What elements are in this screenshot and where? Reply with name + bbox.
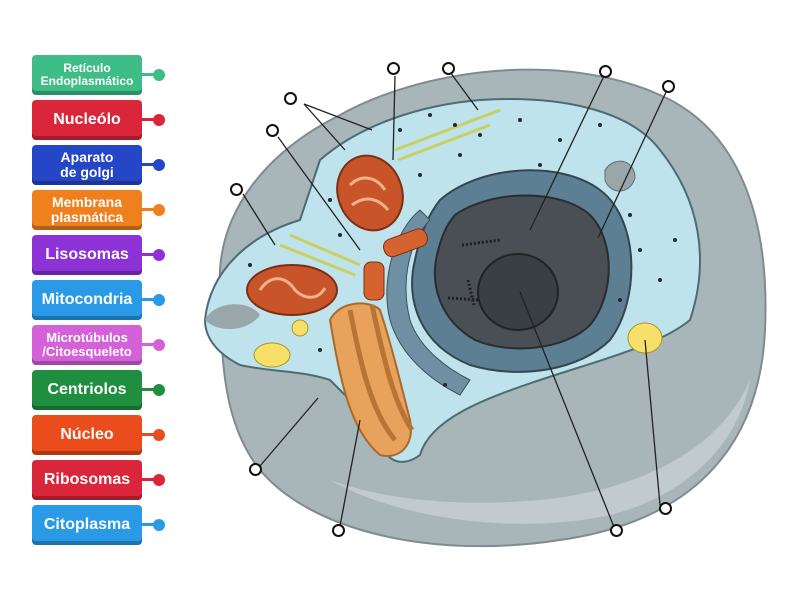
drop-target[interactable]: [599, 65, 612, 78]
drop-target[interactable]: [332, 524, 345, 537]
mitochondrion: [246, 264, 338, 316]
drop-target[interactable]: [266, 124, 279, 137]
drop-target[interactable]: [284, 92, 297, 105]
connector-dot[interactable]: [153, 384, 165, 396]
label-text: Lisosomas: [45, 246, 129, 264]
connector-line: [142, 433, 156, 436]
label-nucleo[interactable]: Núcleo: [32, 415, 142, 455]
connector-line: [142, 388, 156, 391]
mitochondrion-cristae: [348, 176, 390, 212]
label-mitocondria[interactable]: Mitocondria: [32, 280, 142, 320]
connector-line: [142, 163, 156, 166]
drop-target[interactable]: [610, 524, 623, 537]
microtubule: [394, 108, 501, 162]
connector-dot[interactable]: [153, 159, 165, 171]
drop-target[interactable]: [659, 502, 672, 515]
label-reticulo-endoplasmatico[interactable]: Retículo Endoplasmático: [32, 55, 142, 95]
connector-line: [142, 118, 156, 121]
label-text: Núcleo: [60, 426, 114, 444]
drop-target[interactable]: [387, 62, 400, 75]
connector-line: [142, 478, 156, 481]
label-text: Ribosomas: [43, 471, 131, 489]
connector-dot[interactable]: [153, 429, 165, 441]
connector-line: [142, 298, 156, 301]
connector-line: [142, 343, 156, 346]
connector-line: [142, 523, 156, 526]
drop-target[interactable]: [662, 80, 675, 93]
connector-dot[interactable]: [153, 294, 165, 306]
mitochondrion-cristae: [258, 277, 327, 299]
cell-outer-highlight: [330, 380, 750, 524]
centriole: [363, 261, 385, 301]
label-text: Mitocondria: [41, 291, 133, 309]
label-centriolos[interactable]: Centriolos: [32, 370, 142, 410]
connector-line: [142, 253, 156, 256]
label-text: Aparato de golgi: [60, 148, 114, 180]
drop-target[interactable]: [442, 62, 455, 75]
connector-line: [142, 73, 156, 76]
leader-lines: [242, 71, 668, 528]
rough-er: [386, 209, 471, 396]
microtubule: [279, 233, 361, 277]
label-text: Nucleólo: [53, 111, 121, 129]
connector-dot[interactable]: [153, 114, 165, 126]
label-ribosomas[interactable]: Ribosomas: [32, 460, 142, 500]
lysosome: [291, 319, 309, 337]
drop-target[interactable]: [249, 463, 262, 476]
connector-dot[interactable]: [153, 519, 165, 531]
label-lisosomas[interactable]: Lisosomas: [32, 235, 142, 275]
lysosome: [253, 342, 291, 368]
nucleolus: [477, 253, 559, 331]
connector-line: [142, 208, 156, 211]
connector-dot[interactable]: [153, 339, 165, 351]
connector-dot[interactable]: [153, 204, 165, 216]
centriole: [383, 228, 428, 258]
connector-dot[interactable]: [153, 69, 165, 81]
drop-target[interactable]: [230, 183, 243, 196]
label-aparato-golgi[interactable]: Aparato de golgi: [32, 145, 142, 185]
golgi-cisterna: [369, 304, 415, 432]
ribosomes: [248, 113, 677, 387]
chromatin: [447, 238, 501, 306]
lysosome: [627, 322, 663, 354]
label-microtubulos[interactable]: Microtúbulos /Citoesqueleto: [32, 325, 142, 365]
golgi-cisterna: [347, 309, 397, 442]
connector-dot[interactable]: [153, 474, 165, 486]
label-nucleolo[interactable]: Nucleólo: [32, 100, 142, 140]
label-text: Citoplasma: [43, 516, 131, 534]
membrane-notch: [205, 304, 260, 330]
membrane-notch-right: [604, 160, 636, 192]
label-text: Membrana plasmática: [50, 193, 124, 225]
label-membrana-plasmatica[interactable]: Membrana plasmática: [32, 190, 142, 230]
label-text: Centriolos: [47, 381, 127, 399]
connector-dot[interactable]: [153, 249, 165, 261]
mitochondrion: [336, 154, 404, 232]
label-citoplasma[interactable]: Citoplasma: [32, 505, 142, 545]
label-text: Microtúbulos /Citoesqueleto: [42, 329, 132, 359]
label-text: Retículo Endoplasmático: [40, 60, 134, 88]
